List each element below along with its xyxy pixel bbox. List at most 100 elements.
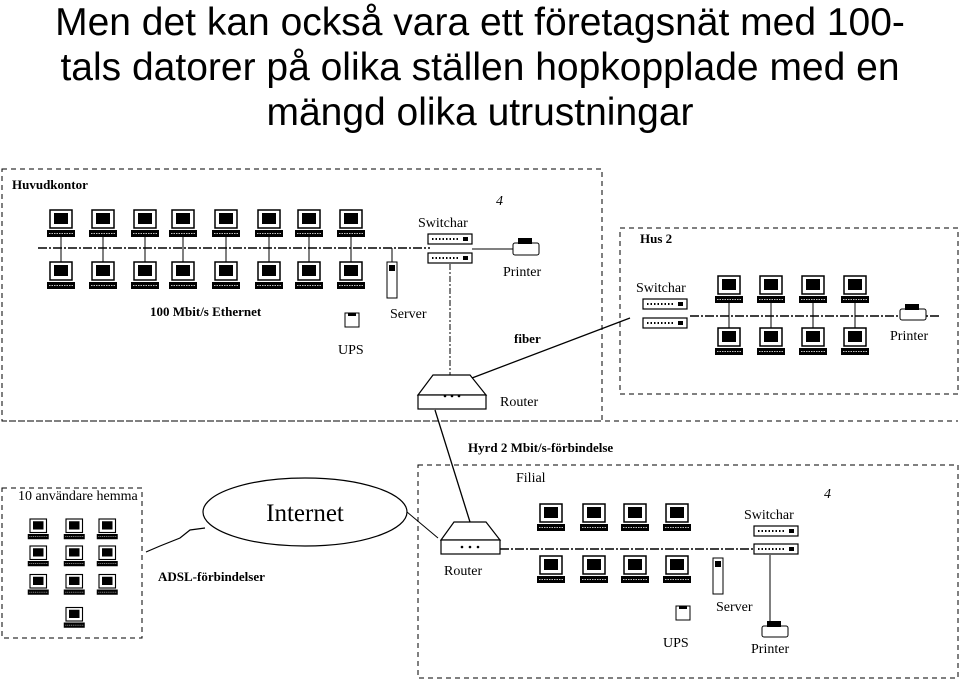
pc-icon <box>96 518 119 540</box>
switch-icon <box>642 298 688 310</box>
pc-icon <box>662 555 692 584</box>
pc-icon <box>840 327 870 356</box>
leased-label: Hyrd 2 Mbit/s-förbindelse <box>468 440 613 455</box>
router-filial-label: Router <box>444 564 482 579</box>
title-line-2: tals datorer på olika ställen hopkopplad… <box>60 46 900 89</box>
fiber-link <box>471 317 631 379</box>
pc-icon <box>620 555 650 584</box>
filial-pc-row-bottom <box>536 555 692 584</box>
pc-icon <box>168 209 198 238</box>
printer-icon <box>472 238 540 256</box>
pc-icon <box>294 261 324 290</box>
pc-icon <box>254 261 284 290</box>
ups-icon <box>675 605 691 621</box>
internet-label: Internet <box>266 500 344 527</box>
pc-icon <box>336 261 366 290</box>
hus2-pc-row-top <box>714 275 870 304</box>
printer-icon <box>761 621 789 638</box>
filial-label: Filial <box>516 471 546 486</box>
switch-icon <box>642 317 688 329</box>
pc-icon <box>336 209 366 238</box>
pc-icon <box>63 606 86 629</box>
pc-icon <box>46 209 76 238</box>
switch-main-label: Switchar <box>418 216 468 231</box>
switch-hus2-label: Switchar <box>636 281 686 296</box>
server-icon <box>712 557 724 595</box>
internet-cloud <box>202 477 408 547</box>
printer-icon <box>899 304 927 321</box>
pc-icon <box>27 518 50 540</box>
home-pc-group <box>27 518 119 629</box>
printer-hus2-label: Printer <box>890 329 928 344</box>
hus2-label: Hus 2 <box>640 231 672 246</box>
switch-icon <box>427 233 473 245</box>
hus2-pc-row-bottom <box>714 327 870 356</box>
adsl-label: ADSL-förbindelser <box>158 569 265 584</box>
pc-icon <box>579 555 609 584</box>
pc-icon <box>88 209 118 238</box>
hus2-drop-lines <box>728 303 856 328</box>
switch-icon <box>427 252 473 264</box>
slide-title: Men det kan också vara ett företagsnät m… <box>0 0 960 135</box>
pc-icon <box>130 261 160 290</box>
router-icon <box>439 521 502 555</box>
leased-line <box>434 409 471 523</box>
title-line-1: Men det kan också vara ett företagsnät m… <box>55 1 905 44</box>
pc-icon <box>63 545 86 567</box>
home-users-label: 10 användare hemma <box>18 489 139 504</box>
adsl-link <box>145 527 206 553</box>
filial-frame <box>417 464 959 679</box>
home-users-frame <box>1 487 143 639</box>
pc-icon <box>46 261 76 290</box>
switch-filial-label: Switchar <box>744 508 794 523</box>
pc-icon <box>714 275 744 304</box>
pc-icon <box>662 503 692 532</box>
pc-icon <box>294 209 324 238</box>
pc-icon <box>168 261 198 290</box>
pc-icon <box>27 573 50 596</box>
pc-icon <box>714 327 744 356</box>
pc-icon <box>536 503 566 532</box>
pc-icon <box>211 261 241 290</box>
pc-icon <box>536 555 566 584</box>
corner-mark-main: 4 <box>496 194 503 209</box>
pc-icon <box>130 209 160 238</box>
main-pc-row-top <box>46 209 366 238</box>
ethernet-label: 100 Mbit/s Ethernet <box>150 304 262 319</box>
printer-filial-label: Printer <box>751 642 789 657</box>
huvudkontor-frame <box>1 168 603 422</box>
pc-icon <box>88 261 118 290</box>
pc-icon <box>798 327 828 356</box>
pc-icon <box>63 518 86 540</box>
huvudkontor-label: Huvudkontor <box>12 177 88 192</box>
ups-icon <box>344 312 360 328</box>
pc-icon <box>620 503 650 532</box>
pc-icon <box>798 275 828 304</box>
server-filial-label: Server <box>716 600 753 615</box>
pc-icon <box>579 503 609 532</box>
server-main-label: Server <box>390 307 427 322</box>
printer-main-label: Printer <box>503 265 541 280</box>
pc-icon <box>254 209 284 238</box>
pc-icon <box>63 573 86 596</box>
ups-main-label: UPS <box>338 343 364 358</box>
fiber-label: fiber <box>514 331 541 346</box>
server-icon <box>386 248 398 299</box>
pc-icon <box>756 327 786 356</box>
router-main-label: Router <box>500 395 538 410</box>
main-pc-row-bottom <box>46 261 366 290</box>
ups-filial-label: UPS <box>663 636 689 651</box>
title-line-3: mängd olika utrustningar <box>266 91 694 134</box>
pc-icon <box>211 209 241 238</box>
corner-mark-filial: 4 <box>824 487 831 502</box>
pc-icon <box>756 275 786 304</box>
router-icon <box>416 374 488 410</box>
internet-filial-link <box>406 511 439 539</box>
pc-icon <box>96 573 119 596</box>
pc-icon <box>27 545 50 567</box>
switch-icon <box>753 525 799 537</box>
pc-icon <box>96 545 119 567</box>
pc-icon <box>840 275 870 304</box>
filial-pc-row-top <box>536 503 692 532</box>
